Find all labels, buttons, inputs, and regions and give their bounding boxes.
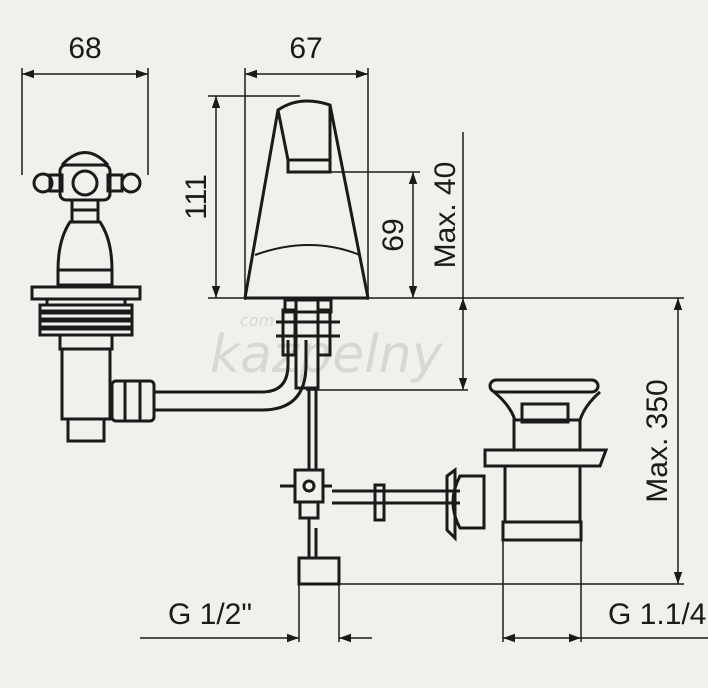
waste-linkage (332, 483, 460, 522)
dim-total-depth-label: Max. 350 (641, 379, 674, 502)
dim-spout-width-label: 67 (289, 32, 322, 65)
dimension-lines (21, 68, 708, 643)
watermark-small: com (240, 311, 274, 330)
dim-handle-width-label: 68 (68, 32, 101, 65)
dim-spout-height-label: 111 (180, 174, 213, 220)
dim-outlet-height-label: 69 (377, 218, 410, 251)
spout-mounting (276, 298, 340, 390)
dim-waste-thread-label: G 1.1/4 (608, 598, 706, 631)
lift-rod (280, 388, 341, 586)
dim-deck-thickness-label: Max. 40 (429, 162, 462, 269)
spout-body (243, 99, 370, 300)
connecting-tube (154, 340, 308, 412)
dim-inlet-thread-label: G 1/2" (168, 598, 252, 631)
pop-up-waste (445, 378, 609, 542)
cross-handle-valve (30, 151, 156, 443)
